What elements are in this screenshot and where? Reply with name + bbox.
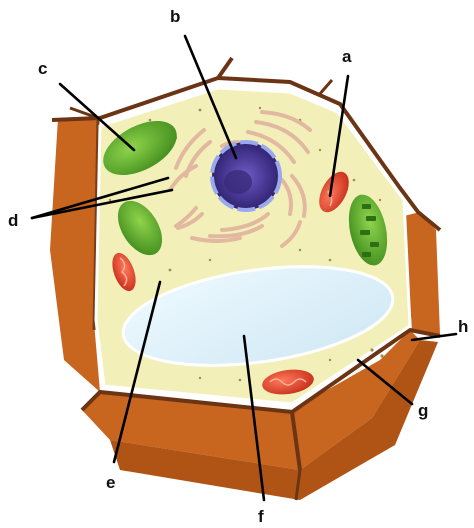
label-h: h <box>458 318 468 335</box>
label-c: c <box>38 60 47 77</box>
label-b: b <box>170 8 180 25</box>
label-g: g <box>418 402 428 419</box>
label-d: d <box>8 212 18 229</box>
wall-spike-right <box>318 80 332 96</box>
nucleus <box>212 142 280 210</box>
wall-left-face <box>50 116 100 392</box>
label-a: a <box>342 48 351 65</box>
wall-spike-top <box>218 58 232 78</box>
label-f: f <box>258 508 264 525</box>
label-e: e <box>106 474 115 491</box>
